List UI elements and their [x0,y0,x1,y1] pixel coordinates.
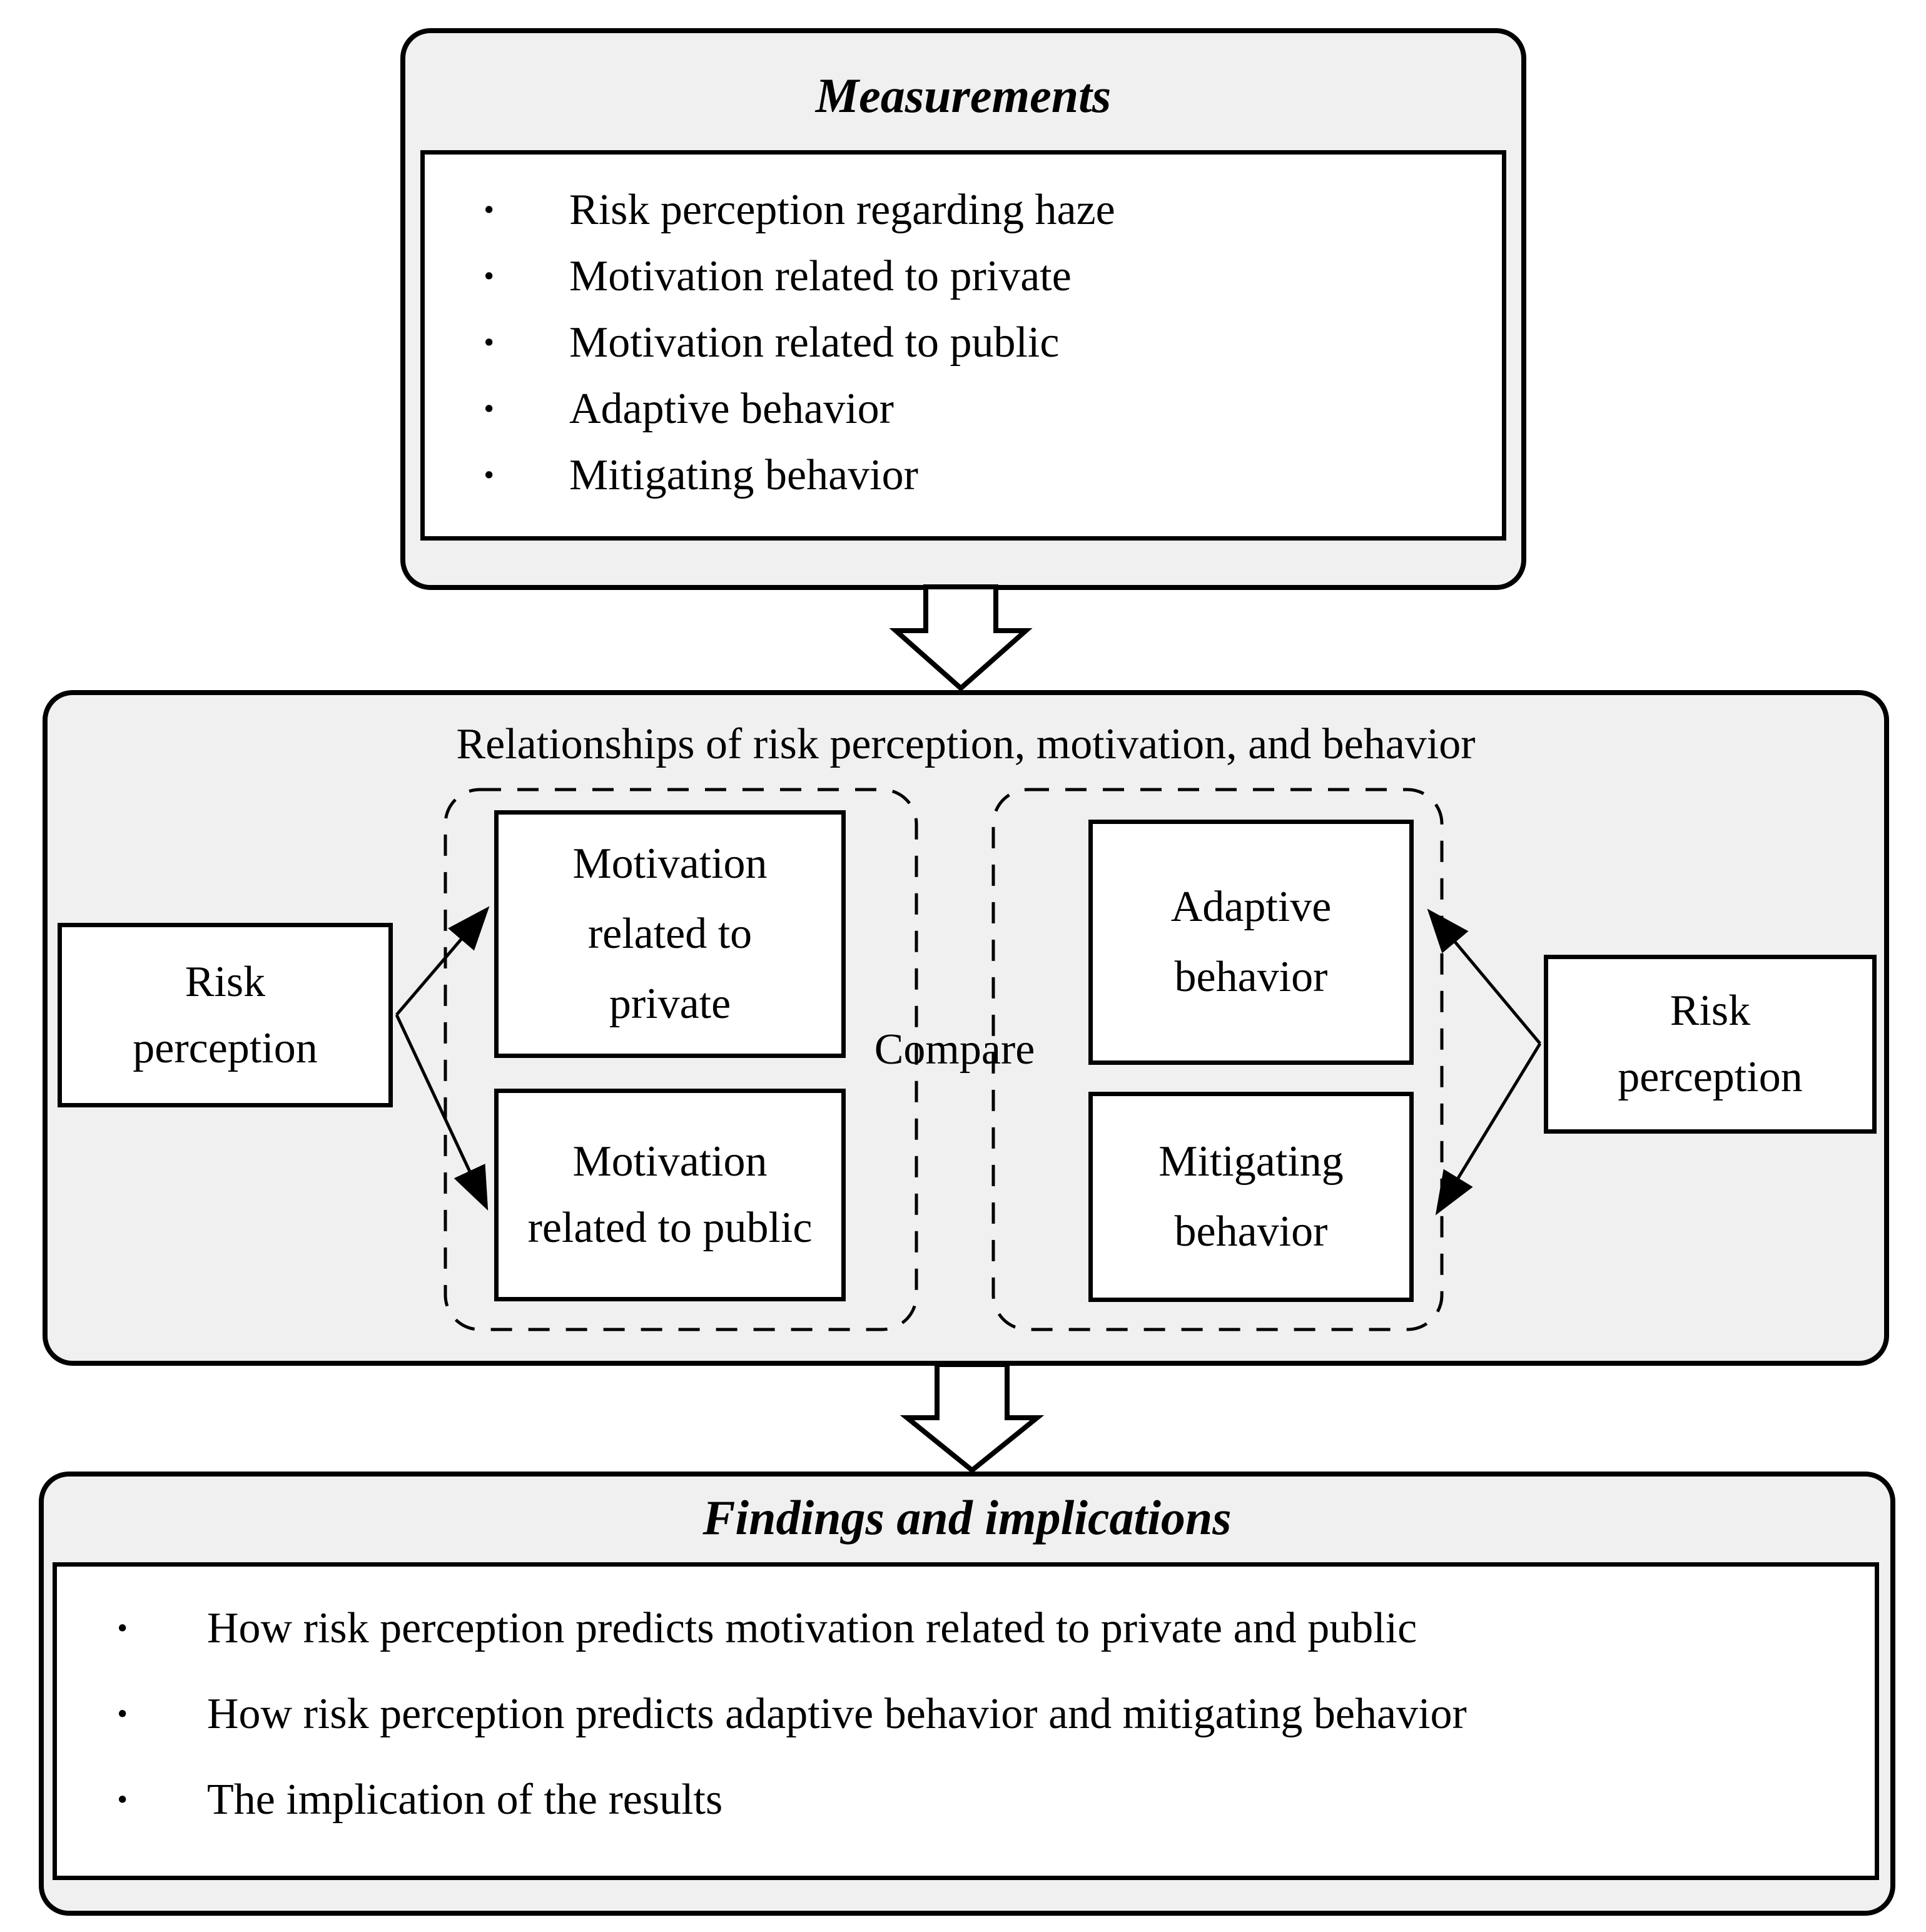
list-item-label: How risk perception predicts adaptive be… [207,1690,1467,1738]
node-label: Adaptive behavior [1170,883,1332,1001]
measurements-panel: Measurements Risk perception regarding h… [400,28,1526,590]
measurements-list-box: Risk perception regarding haze Motivatio… [420,150,1506,541]
relationships-title: Relationships of risk perception, motiva… [456,720,1476,768]
findings-title: Findings and implications [702,1490,1232,1545]
motivation-private-node: Motivation related to private [494,810,846,1058]
risk-perception-left-node: Risk perception [58,923,393,1107]
list-item: Motivation related to public [482,310,1502,376]
node-label: Mitigating behavior [1158,1137,1344,1256]
node-label: Risk perception [133,957,318,1072]
list-item: Motivation related to private [482,243,1502,310]
findings-panel: Findings and implications How risk perce… [39,1472,1895,1916]
list-item-label: Mitigating behavior [569,451,918,499]
measurements-list: Risk perception regarding haze Motivatio… [425,155,1502,509]
findings-list-box: How risk perception predicts motivation … [53,1562,1879,1880]
compare-label: Compare [874,1025,1035,1074]
node-label: Motivation related to private [572,840,768,1028]
list-item-label: Motivation related to public [569,318,1060,367]
motivation-public-node: Motivation related to public [494,1089,846,1301]
list-item: Mitigating behavior [482,442,1502,509]
list-item: Risk perception regarding haze [482,177,1502,243]
risk-perception-right-node: Risk perception [1544,955,1877,1134]
list-item-label: Risk perception regarding haze [569,186,1115,234]
list-item-label: How risk perception predicts motivation … [207,1604,1417,1652]
list-item: The implication of the results [115,1757,1875,1843]
flow-down-arrow-bottom [900,1362,1045,1474]
list-item: Adaptive behavior [482,376,1502,442]
list-item: How risk perception predicts motivation … [115,1585,1875,1671]
findings-list: How risk perception predicts motivation … [57,1567,1875,1843]
adaptive-behavior-node: Adaptive behavior [1088,820,1414,1065]
list-item: How risk perception predicts adaptive be… [115,1671,1875,1757]
list-item-label: Motivation related to private [569,252,1072,300]
node-label: Risk perception [1618,987,1803,1101]
flow-down-arrow-top [889,584,1033,692]
list-item-label: Adaptive behavior [569,385,894,433]
list-item-label: The implication of the results [207,1776,723,1824]
mitigating-behavior-node: Mitigating behavior [1088,1092,1414,1302]
node-label: Motivation related to public [527,1137,813,1252]
measurements-title: Measurements [815,68,1112,123]
